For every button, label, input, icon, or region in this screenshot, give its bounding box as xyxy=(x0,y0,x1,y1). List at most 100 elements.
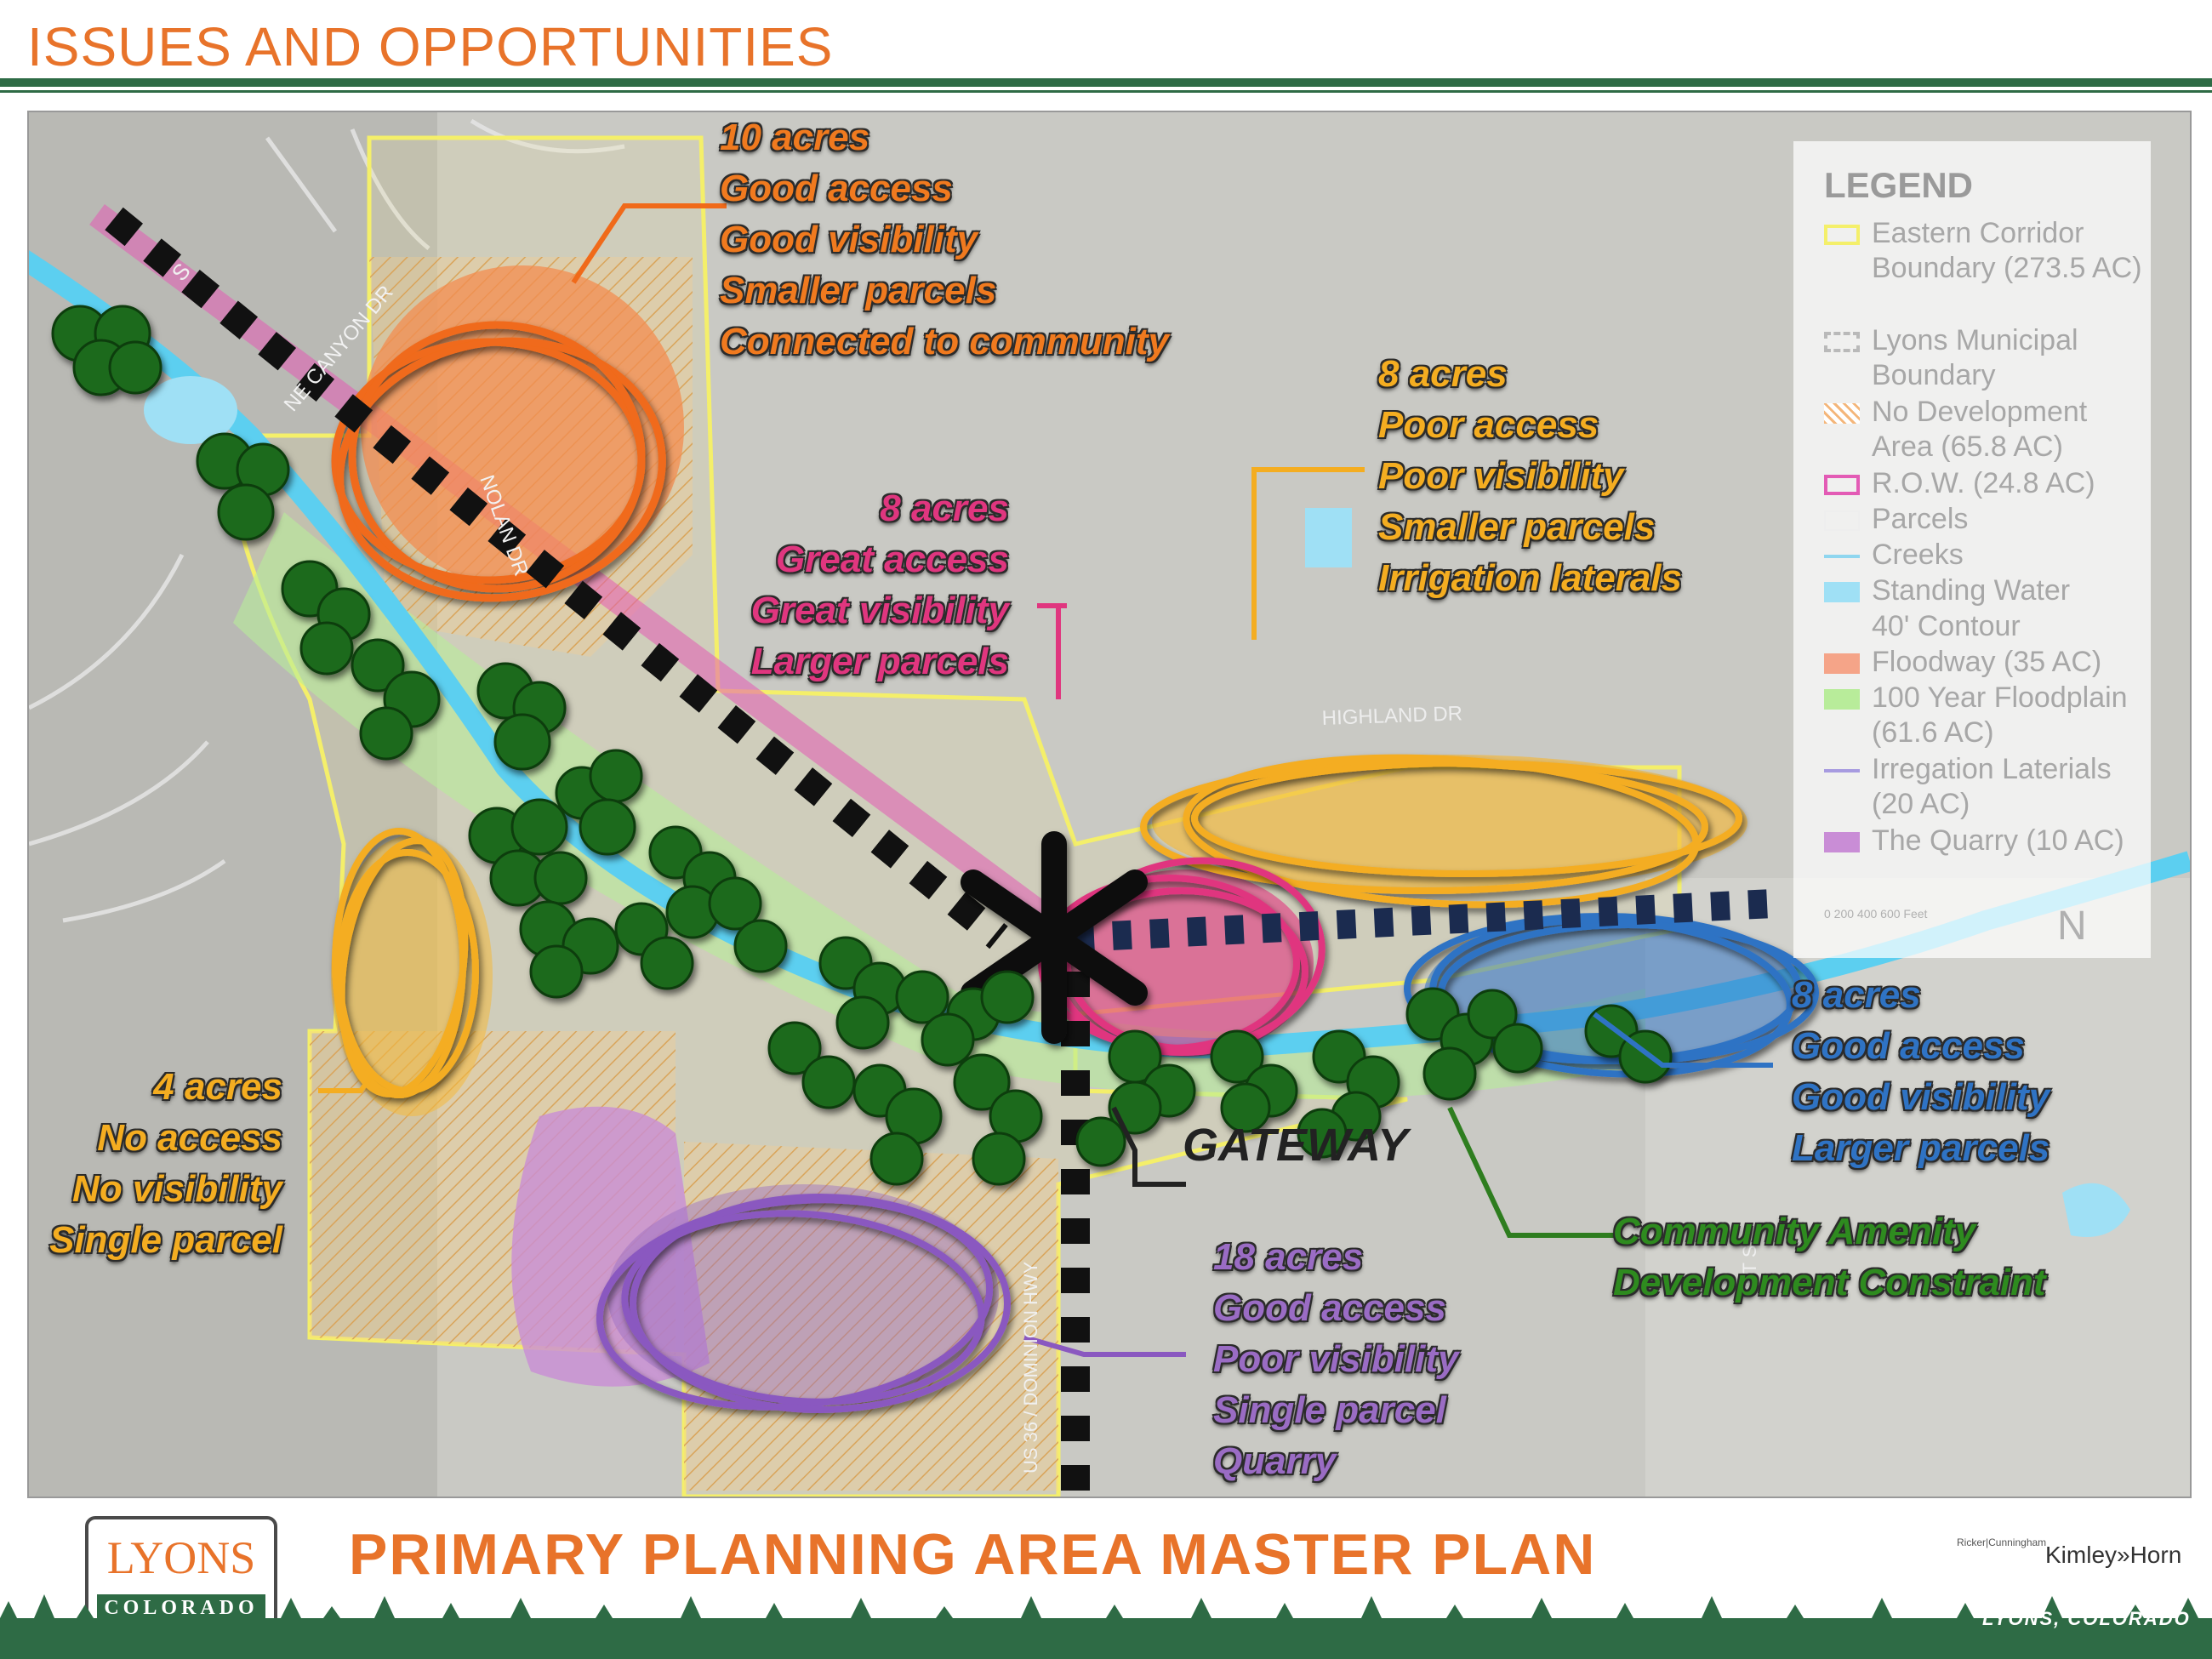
legend-title: LEGEND xyxy=(1824,165,1974,205)
zone-purple-rings xyxy=(596,1194,1011,1413)
callout-line: 10 acres xyxy=(720,117,870,158)
legend-item: 40' Contour xyxy=(1872,610,2021,642)
leader-orange xyxy=(571,203,727,284)
leader-purple xyxy=(1023,1335,1186,1357)
callout-line: Good access xyxy=(720,168,953,209)
callout-line: Good visibility xyxy=(720,219,978,260)
callout-line: Good access xyxy=(1213,1287,1446,1329)
legend-swatch xyxy=(1824,689,1860,710)
street-label-st: ST ST xyxy=(1739,1234,1760,1286)
legend-panel: LEGEND Eastern Corridor Boundary (273.5 … xyxy=(1793,141,2151,958)
callout-pink: 8 acres Great access Great visibility La… xyxy=(681,483,1009,687)
legend-swatch xyxy=(1824,510,1860,531)
callout-line: Larger parcels xyxy=(1792,1127,2050,1169)
standing-water-1 xyxy=(144,376,237,444)
leader-yellow-left xyxy=(318,1072,376,1093)
map-frame[interactable]: NE CANYON DR NOLAN DR HIGHLAND DR US 36 … xyxy=(27,111,2192,1498)
zone-yellow-top-fill xyxy=(1152,755,1747,891)
callout-line: Poor access xyxy=(1378,404,1599,446)
callout-line: 8 acres xyxy=(1792,974,1921,1016)
legend-item: R.O.W. (24.8 AC) xyxy=(1824,466,2147,501)
callout-line: 18 acres xyxy=(1213,1236,1364,1278)
callout-blue: 8 acres Good access Good visibility Larg… xyxy=(1792,970,2050,1174)
creek xyxy=(29,250,2190,1059)
ricker-cunningham-logo: Ricker|Cunningham xyxy=(1957,1536,2047,1548)
legend-swatch xyxy=(1824,555,1860,558)
legend-swatch xyxy=(1824,225,1860,245)
callout-line: Larger parcels xyxy=(750,641,1009,682)
callout-line: No visibility xyxy=(72,1168,282,1210)
leader-blue xyxy=(1593,1012,1773,1068)
callout-line: Single parcel xyxy=(49,1219,282,1261)
callout-yellow-top: 8 acres Poor access Poor visibility Smal… xyxy=(1378,349,1682,604)
zone-orange-rings xyxy=(331,321,666,602)
legend-swatch xyxy=(1824,332,1860,352)
tree-clusters xyxy=(51,305,1673,1186)
callout-line: Poor visibility xyxy=(1213,1338,1459,1380)
leader-yellow-top xyxy=(1251,467,1365,640)
legend-item: Standing Water xyxy=(1824,573,2147,608)
quarry xyxy=(511,1106,710,1387)
row-strip xyxy=(89,203,1092,957)
leader-lines xyxy=(318,203,1773,1357)
kimley-horn-logo: Kimley»Horn xyxy=(2045,1542,2182,1568)
callout-yellow-left: 4 acres No access No visibility Single p… xyxy=(31,1062,282,1266)
legend-item: No Development Area (65.8 AC) xyxy=(1824,395,2147,465)
subdivision-west xyxy=(29,118,625,923)
callout-line: 8 acres xyxy=(880,487,1009,529)
legend-item: Irregation Laterials (20 AC) xyxy=(1824,752,2147,822)
callout-line: Smaller parcels xyxy=(1378,506,1656,548)
municipal-boundary-diagonal xyxy=(105,207,1008,949)
legend-swatch xyxy=(1824,582,1860,602)
callout-line: Poor visibility xyxy=(1378,455,1624,497)
callout-line: No access xyxy=(97,1117,282,1159)
municipal-boundary-east xyxy=(1075,889,1774,952)
legend-item: Floodway (35 AC) xyxy=(1824,645,2147,680)
callout-line: Good visibility xyxy=(1792,1076,2050,1118)
zone-yellow-top-rings xyxy=(1140,754,1742,909)
footer-tree-band xyxy=(0,1594,2212,1659)
legend-swatch xyxy=(1824,475,1860,495)
legend-item: Lyons Municipal Boundary xyxy=(1824,323,2147,393)
legend-item: Creeks xyxy=(1824,538,2147,573)
header-rule xyxy=(0,78,2212,87)
callout-line: Smaller parcels xyxy=(720,270,997,311)
legend-swatch xyxy=(1824,769,1860,772)
page-title: ISSUES AND OPPORTUNITIES xyxy=(27,16,834,77)
legend-item: Parcels xyxy=(1824,502,2147,537)
scale-bar: 0 200 400 600 Feet xyxy=(1824,907,1928,921)
callout-line: 8 acres xyxy=(1378,353,1508,395)
header-rule-thin xyxy=(0,90,2212,93)
callout-line: Development Constraint xyxy=(1613,1262,2046,1303)
legend-swatch xyxy=(1824,832,1860,852)
legend-swatch xyxy=(1824,653,1860,674)
zone-yellow-left-rings xyxy=(332,828,479,1098)
legend-item: The Quarry (10 AC) xyxy=(1824,824,2147,858)
leader-gateway xyxy=(1111,1106,1186,1187)
street-label-highland: HIGHLAND DR xyxy=(1321,702,1462,730)
zone-purple-fill xyxy=(607,1184,999,1405)
callout-line: Great visibility xyxy=(750,590,1009,631)
legend-swatch xyxy=(1824,403,1860,424)
callout-line: Good access xyxy=(1792,1025,2025,1067)
street-label-hwy: US 36 / DOMINION HWY xyxy=(1020,1261,1041,1474)
leader-green xyxy=(1447,1106,1620,1238)
no-development-center xyxy=(684,1142,1058,1491)
north-arrow: N xyxy=(2057,904,2087,949)
lyons-logo: LYONS COLORADO xyxy=(85,1516,277,1635)
legend-item: Eastern Corridor Boundary (273.5 AC) xyxy=(1824,216,2147,286)
callout-line: Quarry xyxy=(1213,1440,1337,1482)
callout-line: Connected to community xyxy=(720,321,1170,362)
callout-line: Community Amenity xyxy=(1613,1211,1976,1252)
zone-yellow-left-fill xyxy=(331,835,493,1116)
callout-orange: 10 acres Good access Good visibility Sma… xyxy=(720,112,1169,368)
leader-pink xyxy=(1037,603,1067,699)
map-canvas: NE CANYON DR NOLAN DR HIGHLAND DR US 36 … xyxy=(29,112,2190,1497)
callout-purple: 18 acres Good access Poor visibility Sin… xyxy=(1213,1232,1459,1487)
callout-green: Community Amenity Development Constraint xyxy=(1613,1206,2046,1308)
callout-line: Great access xyxy=(776,539,1009,580)
callout-line: 4 acres xyxy=(153,1066,282,1108)
standing-water-3 xyxy=(2062,1183,2130,1237)
logo-text: LYONS xyxy=(106,1532,256,1583)
footer-city: LYONS, COLORADO xyxy=(1982,1608,2191,1629)
